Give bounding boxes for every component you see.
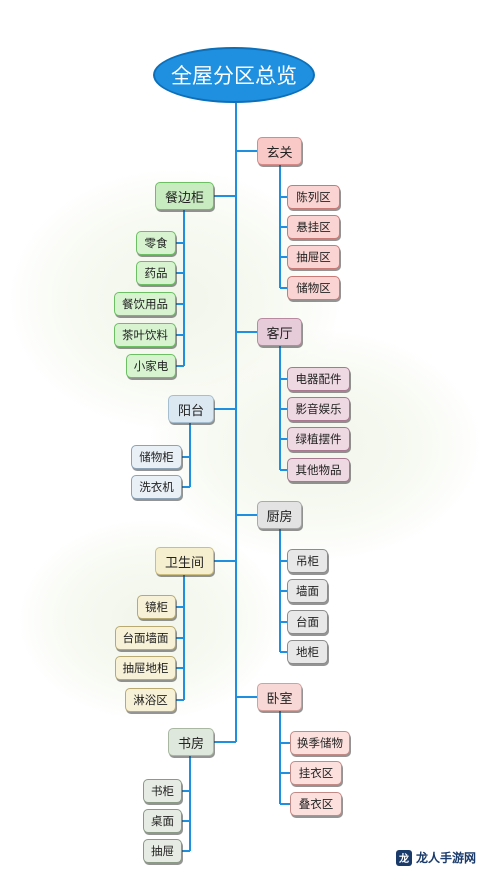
category-bedroom: 卧室 (257, 683, 302, 711)
category-kitchen: 厨房 (257, 501, 302, 529)
item-balcony-storage-cabinet: 储物柜 (131, 445, 182, 469)
item-entrance-drawer: 抽屉区 (287, 245, 340, 269)
item-entrance-hanging: 悬挂区 (287, 215, 340, 239)
item-living-appliances: 电器配件 (287, 367, 350, 391)
category-sideboard: 餐边柜 (155, 182, 214, 210)
item-bedroom-seasonal: 换季储物 (290, 731, 350, 755)
item-study-bookcase: 书柜 (143, 779, 182, 803)
item-sideboard-medicine: 药品 (136, 261, 176, 285)
root-node: 全屋分区总览 (153, 47, 315, 103)
item-living-entertainment: 影音娱乐 (287, 397, 350, 421)
item-kitchen-wall-cabinet: 吊柜 (287, 549, 328, 573)
item-living-other: 其他物品 (287, 458, 350, 482)
item-bathroom-drawer-floor: 抽屉地柜 (115, 656, 176, 680)
item-bathroom-counter-wall: 台面墙面 (115, 626, 176, 650)
item-balcony-washing-machine: 洗衣机 (131, 475, 182, 499)
dragon-logo-icon: 龙 (396, 849, 412, 866)
watermark-text: 龙人手游网 (416, 851, 477, 865)
item-kitchen-countertop: 台面 (287, 610, 328, 634)
item-sideboard-small-appliances: 小家电 (126, 354, 176, 378)
item-study-desktop: 桌面 (143, 809, 182, 833)
item-bathroom-mirror-cabinet: 镜柜 (137, 595, 176, 619)
item-bedroom-hanging: 挂衣区 (290, 761, 342, 785)
category-living-room: 客厅 (257, 318, 302, 346)
item-sideboard-dining-supplies: 餐饮用品 (114, 292, 176, 316)
item-bedroom-folding: 叠衣区 (290, 792, 342, 816)
item-entrance-storage: 储物区 (287, 276, 340, 300)
category-entrance: 玄关 (257, 137, 302, 165)
item-kitchen-wall: 墙面 (287, 579, 328, 603)
category-balcony: 阳台 (168, 395, 214, 423)
item-sideboard-tea-drinks: 茶叶饮料 (114, 323, 176, 347)
item-sideboard-snacks: 零食 (136, 231, 176, 255)
item-kitchen-base-cabinet: 地柜 (287, 640, 328, 664)
item-entrance-display: 陈列区 (287, 185, 340, 209)
category-bathroom: 卫生间 (155, 547, 214, 575)
category-study: 书房 (168, 728, 214, 756)
item-living-plants: 绿植摆件 (287, 427, 350, 451)
item-bathroom-shower: 淋浴区 (125, 688, 176, 712)
item-study-drawer: 抽屉 (143, 839, 182, 863)
watermark: 龙 龙人手游网 (396, 849, 476, 866)
